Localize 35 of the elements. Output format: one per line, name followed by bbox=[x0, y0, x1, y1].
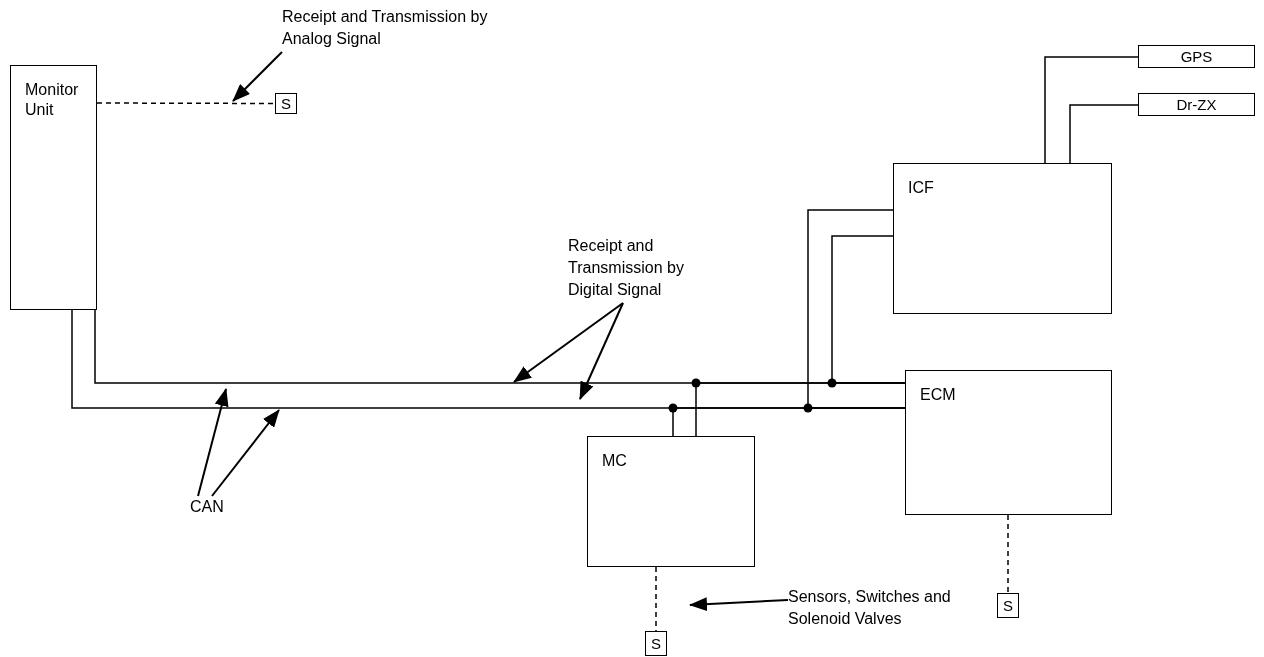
leader-arrow bbox=[513, 302, 624, 383]
unit-label: Monitor Unit bbox=[25, 80, 80, 120]
component-label: GPS bbox=[1180, 46, 1213, 67]
component-box bbox=[645, 631, 667, 656]
control-unit-box bbox=[893, 163, 1112, 314]
control-unit-box bbox=[587, 436, 755, 567]
leader-arrow bbox=[232, 51, 283, 102]
control-unit-box bbox=[10, 65, 97, 310]
component-label: S bbox=[651, 633, 661, 654]
leader-arrow bbox=[197, 388, 229, 497]
unit-label: ICF bbox=[908, 178, 934, 198]
dashed-signal-line bbox=[655, 566, 657, 632]
unit-label: ECM bbox=[920, 385, 956, 405]
leader-arrow bbox=[689, 597, 789, 612]
callout-text: CAN bbox=[190, 496, 234, 518]
leader-arrow bbox=[579, 302, 624, 400]
wire-line bbox=[1044, 56, 1139, 164]
component-label: S bbox=[281, 93, 291, 114]
component-box bbox=[1138, 93, 1255, 116]
callout-text: Receipt and Transmission by Digital Signal bbox=[568, 235, 708, 303]
callout-text: Receipt and Transmission by Analog Signal bbox=[282, 6, 514, 52]
component-label: S bbox=[1003, 595, 1013, 616]
component-box bbox=[997, 593, 1019, 618]
wire-line bbox=[1069, 104, 1139, 164]
dashed-signal-line bbox=[96, 102, 276, 105]
component-box bbox=[1138, 45, 1255, 68]
leader-arrow bbox=[211, 409, 280, 497]
callout-text: Sensors, Switches and Solenoid Valves bbox=[788, 586, 993, 632]
control-unit-box bbox=[905, 370, 1112, 515]
wire-line bbox=[831, 235, 906, 384]
wire-line bbox=[807, 209, 906, 409]
component-box bbox=[275, 93, 297, 114]
component-label: Dr-ZX bbox=[1176, 94, 1217, 115]
unit-label: MC bbox=[602, 451, 627, 471]
dashed-signal-line bbox=[1007, 514, 1009, 594]
